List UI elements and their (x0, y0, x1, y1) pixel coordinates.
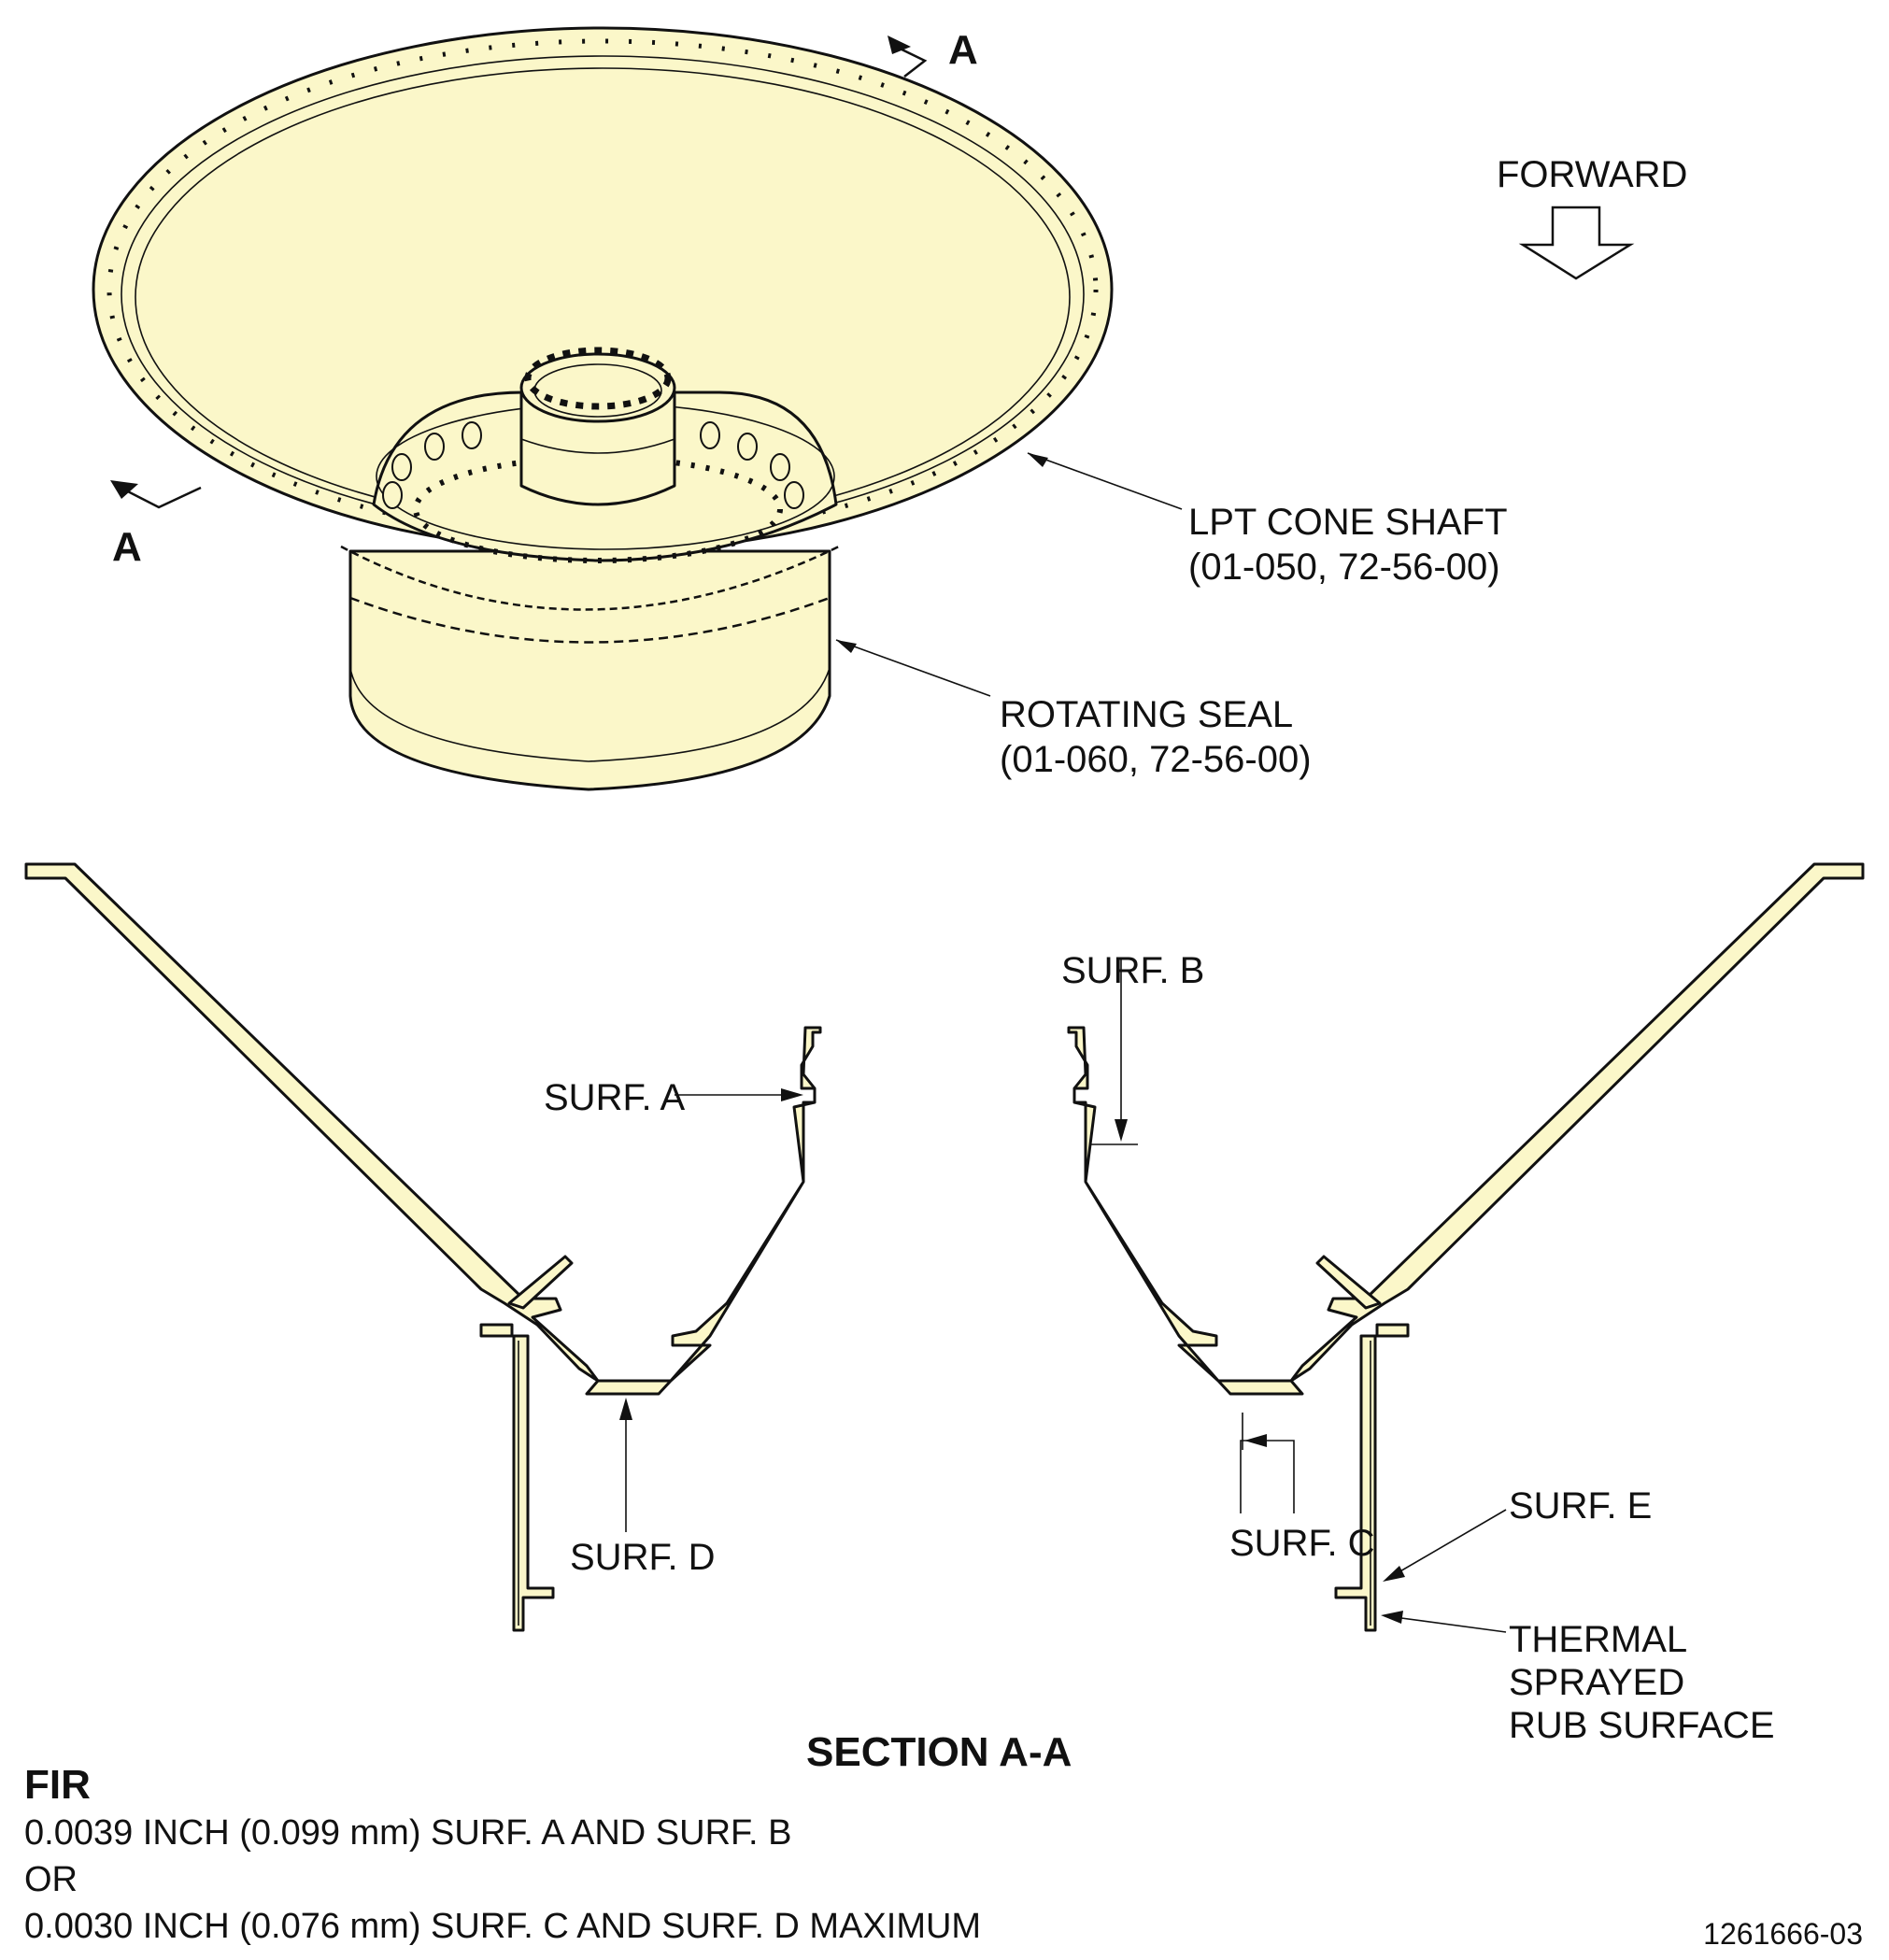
section-title: SECTION A-A (806, 1729, 1072, 1775)
forward-label: FORWARD (1497, 154, 1687, 195)
surf-a-label: SURF. A (544, 1077, 685, 1118)
surf-e-label: SURF. E (1509, 1485, 1652, 1527)
cone-shaft-label: LPT CONE SHAFT (1188, 502, 1508, 543)
section-marker-label-left: A (112, 524, 142, 570)
surf-c-label: SURF. C (1229, 1523, 1375, 1564)
section-marker-left: A (110, 480, 202, 570)
rotating-seal-drawing (340, 545, 840, 791)
rotating-seal-ref: (01-060, 72-56-00) (1000, 739, 1312, 780)
surf-e-leader (1386, 1509, 1507, 1580)
cone-shaft-drawing (92, 26, 1114, 563)
surf-c-leader (1240, 1440, 1295, 1513)
isometric-view: A A FORWARD LPT CONE SHAFT (01-050, 72-5… (92, 26, 1687, 791)
fir-notes: FIR 0.0039 INCH (0.099 mm) SURF. A AND S… (24, 1761, 981, 1950)
fir-heading: FIR (24, 1762, 91, 1808)
section-left-profile (24, 862, 822, 1632)
rub-surface-line-3: RUB SURFACE (1509, 1705, 1775, 1746)
document-number: 1261666-03 (1703, 1917, 1863, 1951)
rub-surface-line-2: SPRAYED (1509, 1662, 1684, 1703)
forward-indicator: FORWARD (1497, 154, 1687, 280)
rub-surface-leader (1386, 1615, 1507, 1633)
section-marker-label-top: A (948, 27, 978, 73)
cone-shaft-ref: (01-050, 72-56-00) (1188, 547, 1500, 588)
surf-b-label: SURF. B (1061, 950, 1204, 991)
fir-line-1: 0.0039 INCH (0.099 mm) SURF. A AND SURF.… (24, 1813, 792, 1853)
rub-surface-line-1: THERMAL (1509, 1619, 1687, 1660)
rotating-seal-label: ROTATING SEAL (1000, 694, 1293, 735)
surf-d-label: SURF. D (570, 1537, 716, 1578)
section-view: SURF. A SURF. B SURF. C SURF. D SURF. E … (24, 862, 1865, 1775)
cone-shaft-leader (1027, 452, 1183, 510)
fir-line-2: OR (24, 1860, 78, 1899)
fir-line-3: 0.0030 INCH (0.076 mm) SURF. C AND SURF.… (24, 1907, 982, 1946)
section-right-profile (1067, 862, 1865, 1632)
inner-holes (382, 421, 804, 509)
rotating-seal-leader (835, 639, 991, 697)
section-marker-top: A (888, 27, 978, 78)
